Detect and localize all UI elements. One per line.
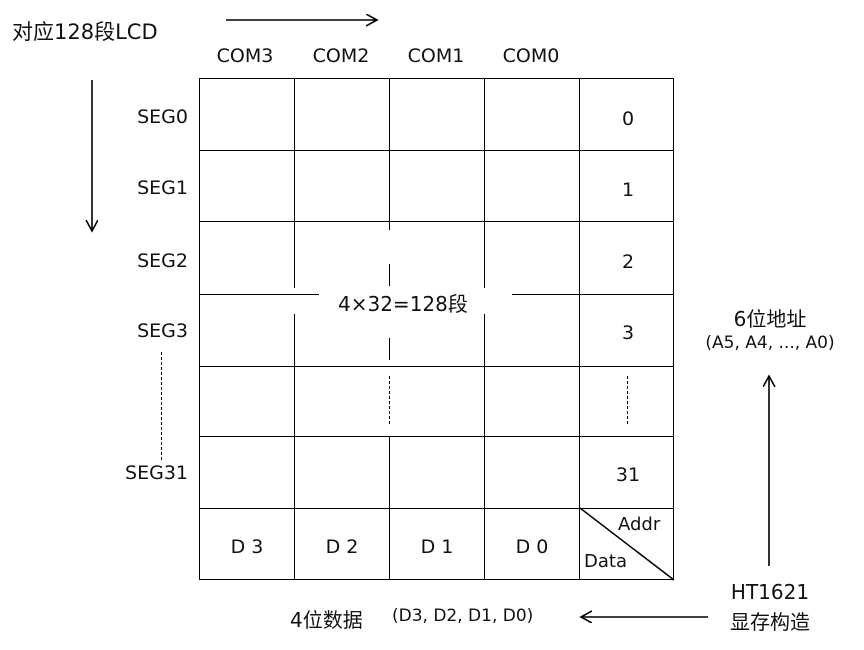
col-header-com0: COM0 xyxy=(502,45,560,67)
grid-vline xyxy=(294,78,295,288)
grid-vline xyxy=(484,314,485,580)
seg-label-0: SEG0 xyxy=(137,106,188,128)
address-3: 3 xyxy=(621,322,635,344)
grid-hline xyxy=(199,150,674,151)
address-31: 31 xyxy=(615,464,641,486)
grid-hline xyxy=(199,221,674,222)
memory-grid xyxy=(199,78,674,580)
address-bits-title: 6位地址 xyxy=(733,307,807,331)
segment-count-label: 4×32=128段 xyxy=(330,288,476,317)
grid-vline xyxy=(389,264,390,286)
ellipsis-dash xyxy=(627,376,628,424)
seg-label-31: SEG31 xyxy=(125,462,188,484)
seg-label-1: SEG1 xyxy=(137,177,188,199)
lcd-title: 对应128段LCD xyxy=(12,20,158,44)
grid-vline xyxy=(294,314,295,580)
corner-diagonal xyxy=(579,507,675,581)
grid-vline xyxy=(484,78,485,288)
address-bits-detail: (A5, A4, ..., A0) xyxy=(705,333,835,353)
chip-name: HT1621 xyxy=(730,580,810,604)
chip-structure: 显存构造 xyxy=(730,610,810,634)
grid-vline xyxy=(579,78,580,580)
grid-vline xyxy=(389,78,390,230)
corner-addr-label: Addr xyxy=(618,514,661,535)
data-bit-d0: D 0 xyxy=(515,536,549,558)
grid-hline xyxy=(512,294,674,295)
corner-data-label: Data xyxy=(584,551,627,572)
data-bits-detail: (D3, D2, D1, D0) xyxy=(392,606,534,626)
data-bit-d1: D 1 xyxy=(420,536,454,558)
data-bit-d3: D 3 xyxy=(230,536,264,558)
address-2: 2 xyxy=(621,251,635,273)
grid-hline xyxy=(199,294,319,295)
address-0: 0 xyxy=(621,108,635,130)
seg-label-3: SEG3 xyxy=(137,320,188,342)
address-1: 1 xyxy=(621,179,635,201)
grid-vline xyxy=(389,338,390,360)
data-bits-title: 4位数据 xyxy=(290,608,363,632)
data-bit-d2: D 2 xyxy=(325,536,359,558)
col-header-com2: COM2 xyxy=(312,45,370,67)
col-header-com1: COM1 xyxy=(407,45,465,67)
grid-hline xyxy=(199,508,674,509)
grid-hline xyxy=(199,436,674,437)
ellipsis-dash xyxy=(389,376,390,424)
grid-hline xyxy=(199,366,674,367)
seg-ellipsis-dash xyxy=(161,352,162,460)
col-header-com3: COM3 xyxy=(216,45,274,67)
seg-label-2: SEG2 xyxy=(137,250,188,272)
